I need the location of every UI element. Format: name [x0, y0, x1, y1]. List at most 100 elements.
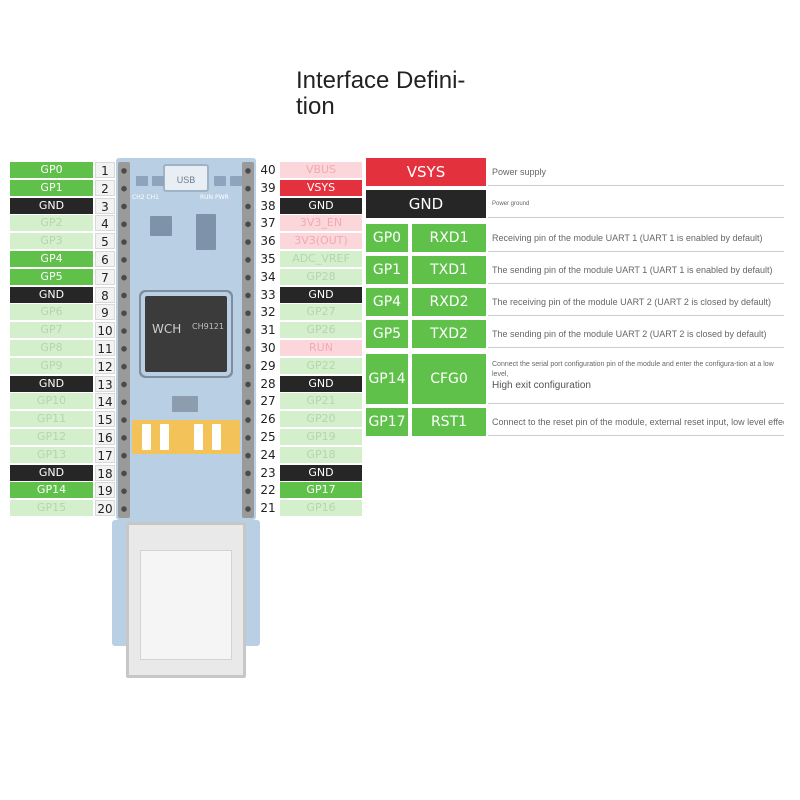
right-pin-number: 25 [260, 430, 276, 444]
run-pwr-label: RUN PWR [200, 194, 229, 201]
function-name: TXD1 [410, 256, 486, 284]
left-pin-label: GP4 [10, 251, 93, 267]
right-pin-label: GND [280, 197, 362, 214]
left-pin-label: GND [10, 375, 93, 392]
right-pin-label: GP18 [280, 446, 362, 463]
left-pin-label: GP11 [10, 411, 93, 428]
left-pin-label: GP13 [10, 446, 93, 463]
left-pin-number: 11 [95, 340, 115, 356]
left-pin-number: 1 [95, 162, 115, 178]
left-pin-label: GP12 [10, 429, 93, 445]
function-description: Receiving pin of the module UART 1 (UART… [488, 224, 784, 252]
function-pin: GP17 [366, 408, 408, 436]
left-pin-label: GP6 [10, 304, 93, 321]
right-pin-label: GP19 [280, 429, 362, 445]
function-name: RXD1 [410, 224, 486, 252]
right-pin-number: 29 [260, 358, 276, 373]
function-subdescription: High exit configuration [492, 380, 591, 391]
function-description: Connect the serial port configuration pi… [488, 354, 784, 404]
right-pin-label: GP26 [280, 322, 362, 339]
dip-switch-2 [160, 424, 169, 450]
left-pin-label: GP2 [10, 215, 93, 232]
left-pin-label: GP7 [10, 322, 93, 339]
left-pin-number: 20 [95, 500, 115, 517]
function-pin: GP5 [366, 320, 408, 348]
left-pin-label: GP1 [10, 179, 93, 196]
left-pin-number: 15 [95, 411, 115, 428]
function-pin: VSYS [366, 158, 486, 186]
right-pin-number: 22 [260, 483, 276, 498]
left-pin-label: GND [10, 197, 93, 214]
right-pin-label: GND [280, 464, 362, 481]
function-pin: GP4 [366, 288, 408, 316]
right-pin-label: VBUS [280, 162, 362, 178]
left-pin-label: GP0 [10, 162, 93, 178]
left-pin-number: 9 [95, 304, 115, 321]
right-pin-number: 40 [260, 163, 276, 177]
left-pin-number: 16 [95, 429, 115, 445]
function-pin: GP0 [366, 224, 408, 252]
right-pin-label: GP17 [280, 482, 362, 499]
function-description: Connect to the reset pin of the module, … [488, 408, 784, 436]
right-pin-label: RUN [280, 340, 362, 356]
left-pin-number: 19 [95, 482, 115, 499]
crystal-icon [150, 216, 172, 236]
chip-logo: WCH [152, 322, 182, 336]
right-pin-label: GP21 [280, 393, 362, 410]
right-pin-number: 34 [260, 269, 276, 284]
page-title: Interface Defini- tion [296, 67, 466, 120]
left-pin-number: 14 [95, 393, 115, 410]
right-pin-number: 23 [260, 465, 276, 480]
right-pin-number: 33 [260, 287, 276, 302]
led-run-icon [214, 176, 226, 186]
left-pin-number: 4 [95, 215, 115, 232]
left-pin-label: GP9 [10, 357, 93, 374]
left-pin-label: GP3 [10, 233, 93, 250]
function-description: The sending pin of the module UART 1 (UA… [488, 256, 784, 284]
function-description: The receiving pin of the module UART 2 (… [488, 288, 784, 316]
right-pin-number: 30 [260, 341, 276, 355]
dip-switch-1 [142, 424, 151, 450]
right-pin-number: 24 [260, 447, 276, 462]
right-pin-label: GP27 [280, 304, 362, 321]
chip-label: CH9121 [192, 322, 224, 331]
dip-switch-3 [194, 424, 203, 450]
function-name: CFG0 [410, 354, 486, 404]
right-pin-label: GP28 [280, 268, 362, 285]
component-icon [172, 396, 198, 412]
rj45-port [140, 550, 232, 660]
function-name: TXD2 [410, 320, 486, 348]
right-pin-number: 39 [260, 180, 276, 195]
left-pin-number: 7 [95, 268, 115, 285]
left-pin-label: GP8 [10, 340, 93, 356]
led-pwr-icon [230, 176, 242, 186]
left-pin-label: GP5 [10, 268, 93, 285]
right-pin-number: 36 [260, 234, 276, 249]
left-pin-number: 18 [95, 464, 115, 481]
left-pin-number: 13 [95, 375, 115, 392]
right-pin-label: GND [280, 375, 362, 392]
left-pin-label: GND [10, 464, 93, 481]
left-pin-label: GP15 [10, 500, 93, 517]
right-pin-number: 27 [260, 394, 276, 409]
led-ch1-icon [152, 176, 164, 186]
left-header-strip [118, 162, 130, 518]
led-labels: CH2 CH1 [132, 194, 159, 201]
regulator-icon [196, 214, 216, 250]
right-pin-label: GP20 [280, 411, 362, 428]
left-pin-number: 3 [95, 197, 115, 214]
function-description: Power ground [488, 190, 784, 218]
right-pin-number: 21 [260, 501, 276, 516]
left-pin-number: 10 [95, 322, 115, 339]
left-pin-label: GND [10, 286, 93, 303]
left-pin-number: 6 [95, 251, 115, 267]
ch9121-chip [145, 296, 227, 372]
dip-switch-4 [212, 424, 221, 450]
led-ch2-icon [136, 176, 148, 186]
right-pin-label: GP22 [280, 357, 362, 374]
right-pin-number: 38 [260, 198, 276, 213]
left-pin-number: 8 [95, 286, 115, 303]
right-pin-number: 28 [260, 376, 276, 391]
right-pin-number: 31 [260, 323, 276, 338]
right-header-strip [242, 162, 254, 518]
